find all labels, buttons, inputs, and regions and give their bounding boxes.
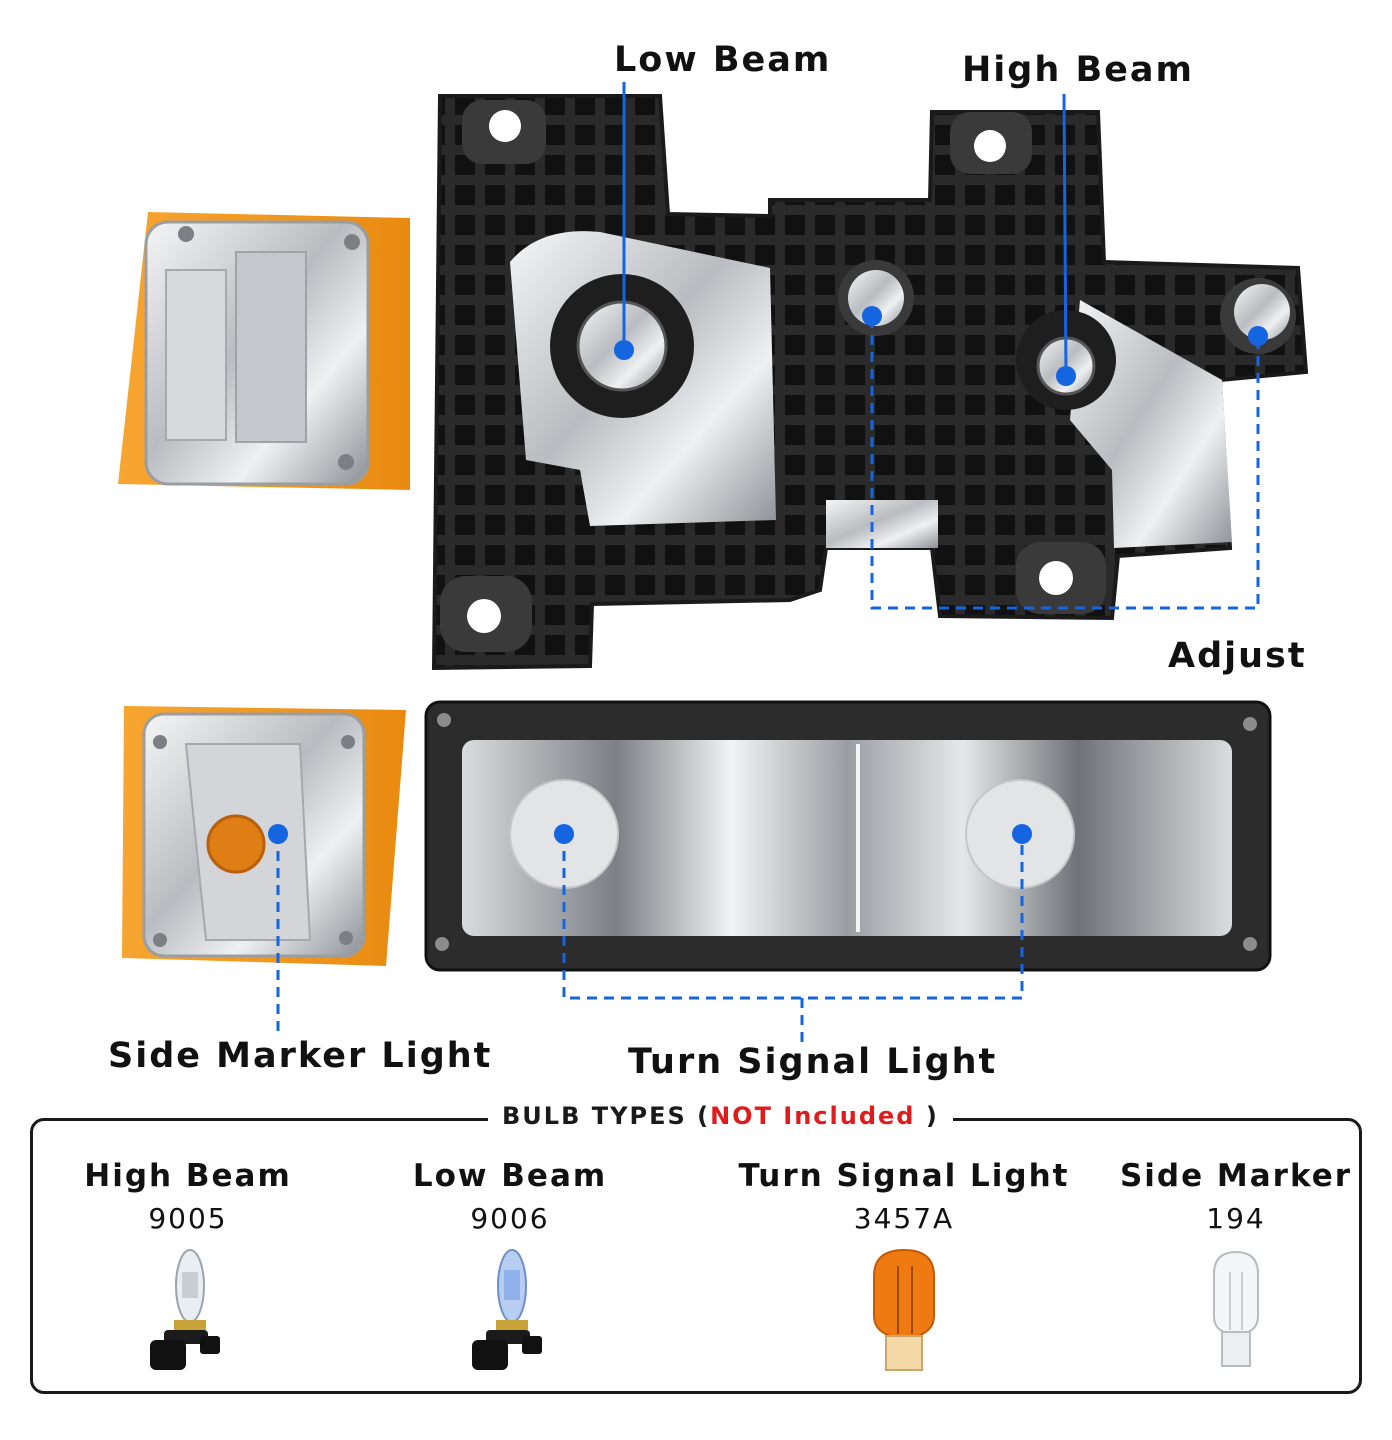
bulb-code: 9006 <box>470 1202 550 1235</box>
high-beam-leader <box>1062 93 1068 377</box>
corner-light-socket-plate <box>235 251 307 443</box>
adjust-leader <box>870 318 1260 610</box>
callout-lines <box>276 82 1260 1044</box>
turn-signal-screw <box>1243 937 1257 951</box>
adjust-dot-left <box>862 306 882 326</box>
bulb-types-title: BULB TYPES (NOT Included ) <box>488 1100 953 1132</box>
side-marker-screw <box>153 735 167 749</box>
bulb-code: 194 <box>1206 1202 1266 1235</box>
bulb-item-high-beam: High Beam 9005 <box>78 1156 298 1376</box>
turn-signal-screw <box>437 713 451 727</box>
side-marker-screw <box>339 931 353 945</box>
bulb-item-side-marker: Side Marker 194 <box>1118 1156 1354 1376</box>
headlight-assembly-illustration <box>118 82 1309 1044</box>
turn-signal-screw <box>435 937 449 951</box>
upper-corner-light <box>118 212 410 490</box>
callout-dots <box>268 306 1268 844</box>
center-reflector <box>826 500 938 548</box>
low-beam-label: Low Beam <box>614 40 832 80</box>
not-included-warning: NOT Included <box>710 1102 916 1130</box>
amber-wedge-bulb-icon <box>873 1248 935 1371</box>
turn-signal-screw <box>1243 717 1257 731</box>
adjust-screw-left <box>848 270 904 326</box>
high-beam-label: High Beam <box>962 50 1194 90</box>
clear-wedge-bulb-icon <box>1213 1250 1259 1367</box>
turn-signal-dot-right <box>1012 824 1032 844</box>
adjust-label: Adjust <box>1168 636 1307 676</box>
bulb-name: High Beam <box>84 1158 292 1194</box>
corner-light-screw <box>344 234 360 250</box>
side-marker-screw <box>153 933 167 947</box>
blue-halogen-bulb-icon <box>472 1249 542 1370</box>
turn-signal-leader <box>562 834 1024 1000</box>
corner-light-reflector <box>165 269 227 441</box>
halogen-bulb-icon <box>150 1249 220 1370</box>
bulb-types-title-prefix: BULB TYPES ( <box>502 1102 711 1130</box>
bulb-name: Turn Signal Light <box>738 1158 1070 1194</box>
side-marker-reflex-pad <box>206 814 266 874</box>
adjust-screw-right <box>1234 284 1290 340</box>
adjust-dot-right <box>1248 326 1268 346</box>
corner-light-screw <box>338 454 354 470</box>
side-marker-label: Side Marker Light <box>108 1036 493 1076</box>
side-marker-light <box>122 706 406 966</box>
turn-signal-assembly <box>424 700 1272 972</box>
bulb-name: Low Beam <box>412 1158 608 1194</box>
bulb-name: Side Marker <box>1119 1158 1353 1194</box>
side-marker-screw <box>341 735 355 749</box>
turn-signal-label: Turn Signal Light <box>628 1042 998 1082</box>
high-beam-dot <box>1056 366 1076 386</box>
headlight-housing <box>431 94 1309 671</box>
corner-light-screw <box>178 226 194 242</box>
mount-holes <box>440 100 1106 652</box>
bulb-code: 3457A <box>853 1202 955 1235</box>
bulb-types-title-suffix: ) <box>915 1102 939 1130</box>
low-beam-dot <box>614 340 634 360</box>
turn-signal-dot-left <box>554 824 574 844</box>
side-marker-dot <box>268 824 288 844</box>
bulb-item-low-beam: Low Beam 9006 <box>400 1156 620 1376</box>
bulb-item-turn-signal: Turn Signal Light 3457A <box>736 1156 1072 1376</box>
bulb-code: 9005 <box>148 1202 228 1235</box>
